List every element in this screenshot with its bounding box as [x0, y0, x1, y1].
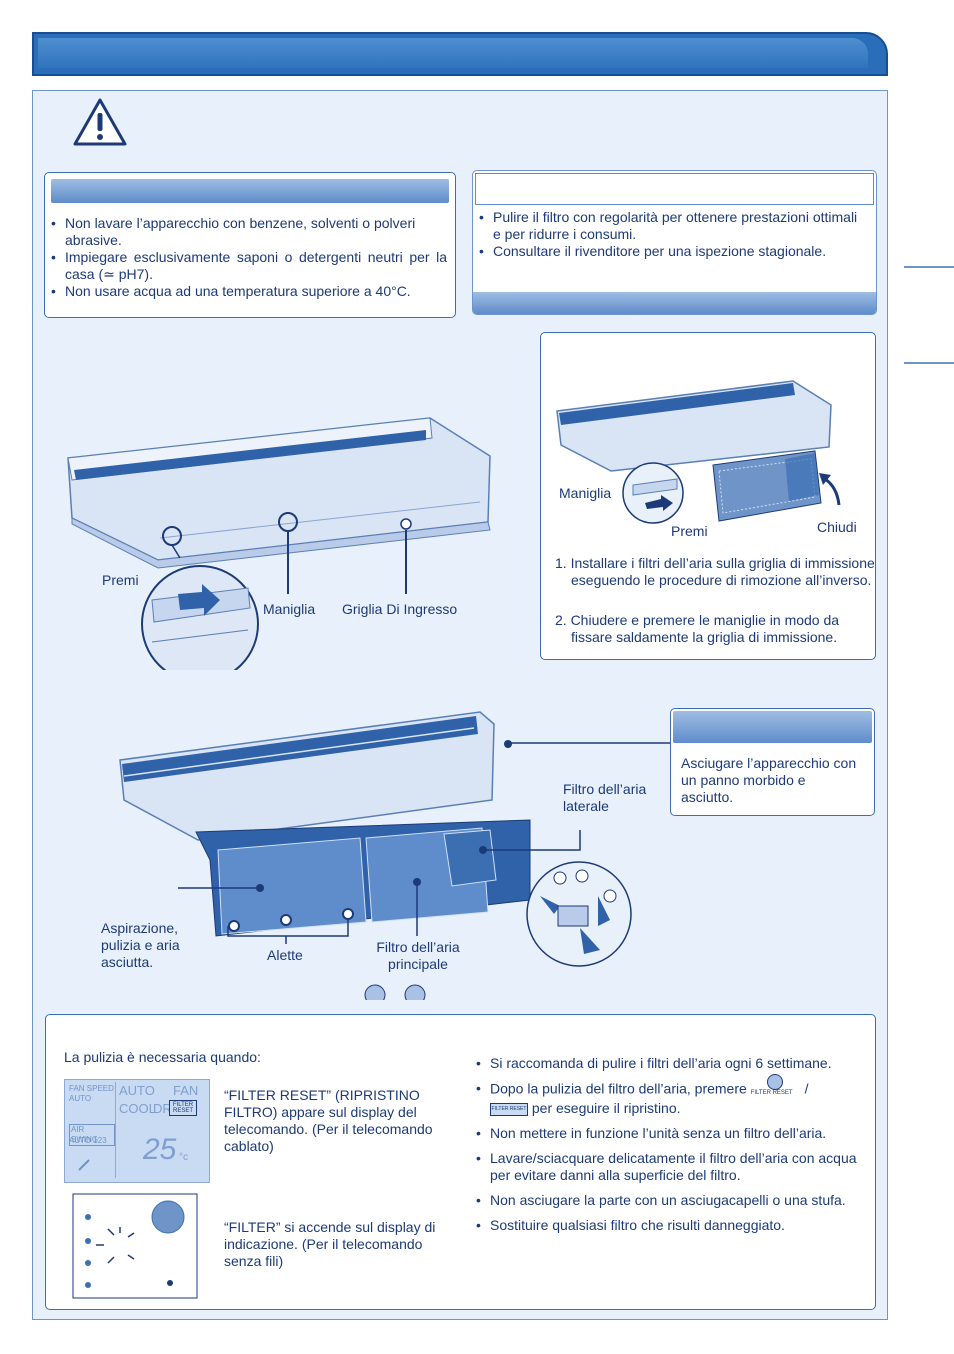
cleaning-bullet-reset: Dopo la pulizia del filtro dell’aria, pr…: [476, 1074, 866, 1117]
side-tab-line: [904, 362, 954, 364]
title-bar: [32, 32, 888, 76]
install-illustration: [556, 380, 841, 524]
lcd-mode-auto: AUTO: [119, 1083, 155, 1098]
unit-box-text: Asciugare l’apparecchio con un panno mor…: [681, 755, 857, 805]
slash: /: [804, 1080, 809, 1097]
tips-item: Pulire il filtro con regolarità per otte…: [479, 209, 859, 243]
lcd-filter-reset: FILTER RESET: [169, 1100, 197, 1116]
caution-item: Non usare acqua ad una temperatura super…: [51, 283, 447, 300]
tips-box-header: [475, 173, 874, 205]
lcd-auto123: AUTO 123: [69, 1136, 107, 1145]
cleaning-bullet: Lavare/sciacquare delicatamente il filtr…: [476, 1150, 866, 1184]
cleaning-box: La pulizia è necessaria quando: FAN SPEE…: [45, 1014, 876, 1310]
tips-item: Consultare il rivenditore per una ispezi…: [479, 243, 859, 260]
tips-box-footer: [473, 292, 876, 314]
install-label-chiudi: Chiudi: [817, 519, 857, 535]
install-step-1: 1. Installare i filtri dell’aria sulla g…: [555, 555, 875, 588]
unit-box-header: [673, 711, 872, 743]
label-filtro-laterale: Filtro dell’aria laterale: [563, 781, 647, 814]
caution-item: Impiegare esclusivamente saponi o deterg…: [51, 249, 447, 283]
filter-reset-wired-button[interactable]: FILTER RESET: [490, 1102, 528, 1116]
filter-reset-small-label: FILTER RESET: [750, 1090, 793, 1096]
lcd-mode-cool: COOL: [119, 1101, 156, 1116]
label-griglia-di-ingresso: Griglia Di Ingresso: [342, 601, 458, 617]
filter-reset-wireless-button[interactable]: FILTER RESET: [750, 1074, 801, 1100]
install-step-2: 2. Chiudere e premere le maniglie in mod…: [555, 612, 840, 645]
wireless-remote-text: “FILTER” si accende sul display di indic…: [224, 1219, 436, 1269]
label-aspirazione: Aspirazione, pulizia e aria asciutta.: [101, 920, 180, 970]
cleaning-bullet: Non mettere in funzione l’unità senza un…: [476, 1125, 866, 1142]
cleaning-bullet: Si raccomanda di pulire i filtri dell’ar…: [476, 1055, 866, 1072]
label-premi: Premi: [102, 572, 139, 588]
label-maniglia: Maniglia: [263, 601, 316, 617]
round-button-icon: [766, 1074, 783, 1090]
lcd-mode-fan: FAN: [173, 1083, 199, 1098]
install-label-premi: Premi: [671, 523, 708, 539]
cleaning-bullet-text: Dopo la pulizia del filtro dell’aria, pr…: [490, 1080, 747, 1097]
wired-remote-lcd: FAN SPEED AUTO AIR SWING AUTO 123 AUTO F…: [64, 1079, 210, 1183]
cleaning-bullet-text: per eseguire il ripristino.: [531, 1100, 681, 1116]
cleaning-bullet: Sostituire qualsiasi filtro che risulti …: [476, 1217, 866, 1234]
cleaning-intro: La pulizia è necessaria quando:: [64, 1049, 261, 1065]
unit-box: Asciugare l’apparecchio con un panno mor…: [670, 708, 875, 816]
lcd-air-swing: AIR SWING: [69, 1124, 115, 1146]
filter-illustration: [119, 711, 670, 1000]
wired-remote-text: “FILTER RESET” (RIPRISTINO FILTRO) appar…: [224, 1087, 433, 1154]
install-box: Maniglia Premi Chiudi 1. Installare i fi…: [540, 332, 876, 660]
swing-icon: [78, 1159, 90, 1171]
tips-box: Pulire il filtro con regolarità per otte…: [472, 170, 877, 315]
label-alette: Alette: [267, 947, 303, 963]
cleaning-bullet: Non asciugare la parte con un asciugacap…: [476, 1192, 866, 1209]
lcd-temperature: 25: [143, 1133, 177, 1166]
lcd-fan-speed: FAN SPEED: [69, 1084, 114, 1093]
lcd-temp-unit: °c: [179, 1152, 188, 1163]
unit-removal-illustration: [67, 417, 491, 670]
caution-box: Non lavare l’apparecchio con benzene, so…: [44, 172, 456, 318]
caution-box-header: [51, 179, 449, 203]
warning-icon: [73, 98, 127, 146]
side-tab-line: [904, 266, 954, 268]
caution-item: Non lavare l’apparecchio con benzene, so…: [51, 215, 447, 249]
label-filtro-principale: Filtro dell’aria principale: [376, 939, 460, 972]
lcd-auto: AUTO: [69, 1094, 92, 1103]
wireless-indicator-panel: [72, 1193, 198, 1299]
install-label-maniglia: Maniglia: [559, 485, 612, 501]
